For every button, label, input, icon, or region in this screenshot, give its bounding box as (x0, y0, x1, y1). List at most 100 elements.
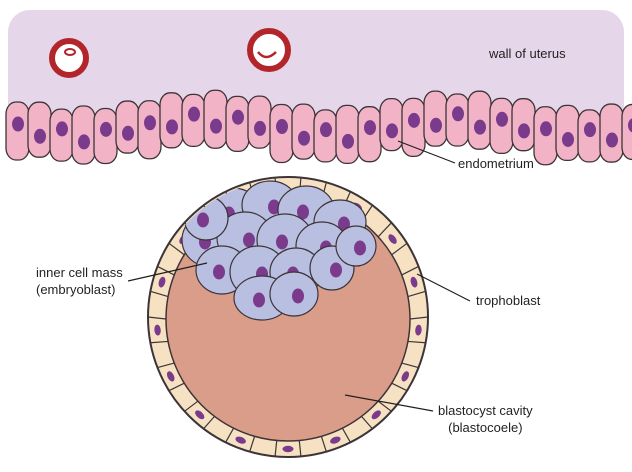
nucleus (330, 262, 342, 278)
nucleus (197, 212, 209, 228)
nucleus (330, 436, 341, 444)
blood-vessel (49, 38, 89, 78)
nucleus (518, 123, 530, 139)
label-trophoblast: trophoblast (476, 293, 541, 308)
nucleus (410, 276, 418, 288)
endometrial-cell (401, 97, 426, 157)
trophoblast-cell-border (184, 400, 199, 412)
endometrial-cell (27, 101, 52, 158)
leader-line-endometrium (397, 140, 456, 164)
label-wall-of-uterus: wall of uterus (489, 46, 566, 61)
label-blastocyst-cavity-line1: blastocyst cavity (438, 403, 533, 418)
trophoblast-cell-border (401, 362, 419, 369)
trophoblast-cell-border (407, 290, 426, 298)
nucleus (342, 133, 354, 149)
label-blastocyst-cavity: blastocyst cavity (blastocoele) (438, 402, 533, 436)
endometrial-cell (247, 95, 272, 149)
nucleus (430, 117, 442, 133)
blood-vessel (247, 28, 291, 72)
nucleus (364, 120, 376, 136)
trophoblast-cell-border (401, 265, 419, 276)
trophoblast-cell-border (147, 316, 167, 320)
endometrial-cell (379, 97, 404, 152)
endometrial-cell (159, 92, 184, 149)
blastocyst (147, 176, 429, 458)
nucleus (628, 118, 632, 133)
endometrial-cell (577, 109, 602, 163)
endometrial-cell (423, 90, 448, 147)
nucleus (253, 292, 265, 308)
nucleus (386, 123, 398, 139)
nucleus (166, 119, 178, 135)
nucleus (474, 119, 486, 135)
endometrial-cell (137, 100, 162, 160)
label-inner-cell-mass-line1: inner cell mass (36, 265, 123, 280)
endometrial-cell (533, 106, 558, 166)
endometrial-cell (115, 100, 140, 154)
nucleus (276, 119, 288, 135)
endometrial-cell (49, 108, 74, 162)
trophoblast-layer (147, 177, 429, 457)
endometrial-cell (467, 90, 492, 150)
label-inner-cell-mass-line2: (embryoblast) (36, 282, 116, 297)
trophoblast-cell-border (157, 362, 175, 369)
nucleus (606, 132, 618, 148)
endometrial-cell (357, 106, 382, 163)
endometrial-cell (555, 104, 580, 162)
nucleus (254, 120, 266, 136)
trophoblast-cell-border (150, 290, 169, 298)
trophoblast-cell-border (157, 265, 175, 276)
endometrial-cell (599, 103, 624, 163)
endometrial-cell (291, 103, 316, 160)
endometrial-cell (335, 104, 360, 165)
nucleus (12, 116, 24, 132)
endometrial-cell (511, 98, 536, 152)
trophoblast-cell-border (391, 382, 408, 392)
leader-line-blastocyst-cavity (344, 394, 434, 412)
nucleus (388, 234, 397, 244)
endometrial-cell (225, 95, 250, 153)
trophoblast-cell-border (391, 242, 408, 256)
nucleus (188, 106, 200, 122)
trophoblast-cell-border (320, 436, 327, 452)
nucleus (243, 232, 255, 248)
nucleus (166, 371, 175, 382)
nucleus (158, 276, 166, 288)
nucleus (298, 130, 310, 146)
trophoblast-cell-border (168, 242, 185, 256)
inner-cell-mass (181, 180, 377, 321)
nucleus (154, 324, 161, 336)
nucleus (452, 106, 464, 122)
nucleus (78, 134, 90, 150)
nucleus (401, 371, 410, 382)
nucleus (496, 111, 508, 127)
nucleus (320, 122, 332, 138)
trophoblast-cell-border (203, 415, 215, 430)
leader-line-inner-cell-mass (127, 262, 208, 282)
trophoblast-cell-border (298, 440, 302, 457)
label-inner-cell-mass: inner cell mass (embryoblast) (36, 264, 123, 298)
trophoblast-cell-border (225, 427, 235, 443)
endometrial-cell (181, 93, 206, 148)
nucleus (415, 324, 422, 336)
nucleus (292, 288, 304, 304)
trophoblast-cell-border (409, 316, 429, 320)
endometrium-layer (5, 89, 632, 166)
trophoblast-cell-border (377, 222, 392, 238)
trophoblast-cell-border (168, 382, 185, 392)
nucleus (282, 445, 294, 453)
nucleus (354, 240, 366, 256)
label-endometrium: endometrium (458, 156, 534, 171)
leader-line-trophoblast (416, 273, 471, 302)
endometrial-cell (621, 103, 632, 161)
nucleus (408, 112, 420, 128)
nucleus (540, 121, 552, 137)
trophoblast-cell-border (407, 340, 426, 344)
endometrial-cell (71, 105, 96, 165)
trophoblast-cell-border (274, 440, 278, 457)
endometrial-cell (5, 101, 30, 161)
label-blastocyst-cavity-line2: (blastocoele) (448, 420, 523, 435)
nucleus (371, 410, 381, 420)
nucleus (122, 125, 134, 141)
